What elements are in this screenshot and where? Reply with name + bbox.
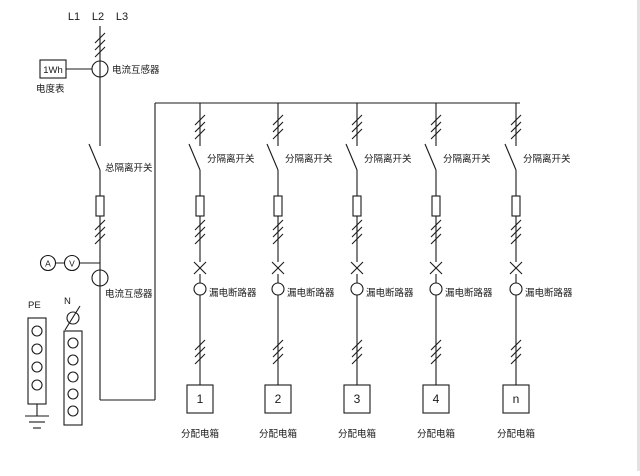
branch-breaker-label: 漏电断路器 <box>287 287 335 299</box>
branch-breaker-label: 漏电断路器 <box>366 287 414 299</box>
energy-meter-caption: 电度表 <box>36 83 65 95</box>
distribution-box-number: 1 <box>197 392 204 406</box>
ammeter-label: A <box>45 259 51 269</box>
branch-4: 分隔离开关 漏电断路器 4 分配电箱 <box>417 103 493 440</box>
branch-switch-label: 分隔离开关 <box>285 153 333 165</box>
branch-circuit-icon <box>503 103 529 413</box>
branch-2: 分隔离开关 漏电断路器 2 分配电箱 <box>259 103 335 440</box>
branch-circuit-icon <box>187 103 213 413</box>
branch-breaker-label: 漏电断路器 <box>209 287 257 299</box>
energy-meter-label: 1Wh <box>43 65 63 76</box>
neutral-label: N <box>64 296 71 307</box>
branch-circuit-icon <box>423 103 449 413</box>
neutral-bar <box>63 305 83 426</box>
ammeter: A <box>39 254 57 272</box>
branch-switch-label: 分隔离开关 <box>523 153 571 165</box>
distribution-box-caption: 分配电箱 <box>417 428 455 440</box>
branch-circuit-icon <box>344 103 370 413</box>
distribution-box-number: n <box>513 392 520 406</box>
main-switch-label: 总隔离开关 <box>105 162 153 174</box>
distribution-box-number: 2 <box>275 392 282 406</box>
current-transformer-top-icon <box>91 60 109 78</box>
distribution-box-caption: 分配电箱 <box>259 428 297 440</box>
pe-bar <box>25 317 49 429</box>
main-isolator-switch-icon <box>88 143 101 171</box>
distribution-box-caption: 分配电箱 <box>181 428 219 440</box>
branch-1: 分隔离开关 漏电断路器 1 分配电箱 <box>181 103 257 440</box>
distribution-box-number: 4 <box>433 392 440 406</box>
distribution-box-caption: 分配电箱 <box>497 428 535 440</box>
voltmeter: V <box>63 254 81 272</box>
incoming-circuit <box>48 26 520 401</box>
branch-n: 分隔离开关 漏电断路器 n 分配电箱 <box>497 103 573 440</box>
phase-label-l3: L3 <box>116 11 128 23</box>
distribution-box-caption: 分配电箱 <box>338 428 376 440</box>
branch-switch-label: 分隔离开关 <box>443 153 491 165</box>
phase-label-l1: L1 <box>68 11 80 23</box>
main-fuse-icon <box>95 195 105 217</box>
earth-ground-icon <box>25 415 49 429</box>
phase-label-l2: L2 <box>92 11 104 23</box>
branch-breaker-label: 漏电断路器 <box>525 287 573 299</box>
voltmeter-label: V <box>69 259 75 269</box>
branch-switch-label: 分隔离开关 <box>364 153 412 165</box>
current-transformer-top-label: 电流互感器 <box>112 64 160 76</box>
pe-label: PE <box>28 300 41 311</box>
neutral-link-icon <box>64 305 81 331</box>
branch-3: 分隔离开关 漏电断路器 3 分配电箱 <box>338 103 414 440</box>
branch-switch-label: 分隔离开关 <box>207 153 255 165</box>
current-transformer-bottom-icon <box>91 269 109 287</box>
energy-meter: 1Wh <box>39 59 67 79</box>
distribution-box-number: 3 <box>354 392 361 406</box>
current-transformer-bottom-label: 电流互感器 <box>105 288 153 300</box>
branch-breaker-label: 漏电断路器 <box>445 287 493 299</box>
branch-circuit-icon <box>265 103 291 413</box>
